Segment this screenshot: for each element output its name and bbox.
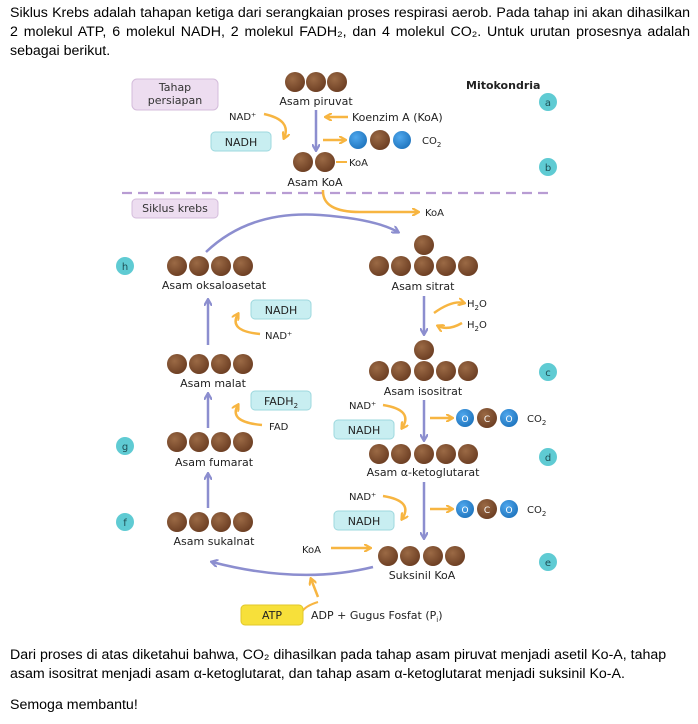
co2-label-c: CO2 xyxy=(527,414,546,427)
fadh2-label: FADH2 xyxy=(264,395,298,410)
arrow-adp-to-atp xyxy=(311,579,320,598)
nad-plus-label-h: NAD⁺ xyxy=(265,331,292,342)
nadh-box-c: NADH xyxy=(333,419,395,440)
svg-text:f: f xyxy=(123,518,127,529)
arrow-nad-nadh-d xyxy=(382,494,405,519)
koa-label-header: KoA xyxy=(349,158,368,169)
step-label-e: e xyxy=(539,553,557,571)
asam-oksaloasetat-molecule xyxy=(167,256,253,276)
asam-ketoglutarat-molecule xyxy=(369,444,478,464)
asam-isositrat-label: Asam isositrat xyxy=(384,385,463,398)
asam-fumarat-molecule xyxy=(167,432,253,452)
asam-ketoglutarat-label: Asam α-ketoglutarat xyxy=(367,466,481,479)
svg-text:O: O xyxy=(505,415,512,425)
co2-label-d: CO2 xyxy=(527,505,546,518)
nadh-box-h: NADH xyxy=(250,299,312,320)
nadh-label-top: NADH xyxy=(225,136,258,149)
siklus-krebs-box: Siklus krebs xyxy=(131,198,219,219)
svg-text:NADH: NADH xyxy=(265,304,298,317)
arrow-nad-nadh-top xyxy=(263,112,286,138)
tahap-persiapan-box: Tahap persiapan xyxy=(131,78,219,111)
step-label-g: g xyxy=(116,437,134,455)
closing-text: Semoga membantu! xyxy=(10,697,138,713)
svg-text:O: O xyxy=(461,415,468,425)
svg-text:b: b xyxy=(545,163,551,174)
step-label-a: a xyxy=(539,93,557,111)
co2-molecule-c: O C O xyxy=(456,408,518,428)
step-label-d: d xyxy=(539,448,557,466)
tahap-persiapan-line1: Tahap xyxy=(158,81,191,94)
asam-sitrat-molecule xyxy=(369,235,478,276)
nad-plus-label-c: NAD⁺ xyxy=(349,401,376,412)
atp-box: ATP xyxy=(240,604,304,626)
svg-text:C: C xyxy=(484,415,490,425)
mitokondria-title: Mitokondria xyxy=(466,79,540,92)
svg-text:O: O xyxy=(505,506,512,516)
step-label-h: h xyxy=(116,257,134,275)
asam-malat-molecule xyxy=(167,354,253,374)
conclusion-paragraph: Dari proses di atas diketahui bahwa, CO₂… xyxy=(10,647,667,682)
h2o-label-in: H2O xyxy=(467,320,487,333)
fad-label: FAD xyxy=(269,422,289,433)
atp-label: ATP xyxy=(262,609,282,622)
asam-malat-label: Asam malat xyxy=(180,377,246,390)
koenzim-a-label: Koenzim A (KoA) xyxy=(352,111,443,124)
svg-text:d: d xyxy=(545,453,551,464)
asam-fumarat-label: Asam fumarat xyxy=(175,456,254,469)
koa-label-release: KoA xyxy=(425,208,444,219)
arrow-nad-nadh-h xyxy=(236,314,261,336)
nadh-box-top: NADH xyxy=(210,131,272,152)
svg-text:a: a xyxy=(545,98,551,109)
co2-molecule-d: O C O xyxy=(456,499,518,519)
svg-text:O: O xyxy=(461,506,468,516)
asam-koa-molecule xyxy=(293,152,335,172)
suksinil-koa-molecule xyxy=(378,546,465,566)
svg-text:c: c xyxy=(545,368,551,379)
nadh-box-d: NADH xyxy=(333,510,395,531)
asam-isositrat-molecule xyxy=(369,340,478,381)
arrow-oksaloasetat-to-sitrat xyxy=(205,213,398,253)
asam-koa-label: Asam KoA xyxy=(287,176,343,189)
asam-piruvat-label: Asam piruvat xyxy=(279,95,353,108)
svg-text:NADH: NADH xyxy=(348,424,381,437)
nad-plus-label-d: NAD⁺ xyxy=(349,492,376,503)
tahap-persiapan-line2: persiapan xyxy=(148,94,203,107)
svg-text:h: h xyxy=(122,262,128,273)
svg-text:g: g xyxy=(122,442,128,453)
step-label-b: b xyxy=(539,158,557,176)
asam-sukalnat-molecule xyxy=(167,512,253,532)
asam-sitrat-label: Asam sitrat xyxy=(392,280,456,293)
nad-plus-label-top: NAD⁺ xyxy=(229,112,256,123)
co2-label-top: CO2 xyxy=(422,136,441,149)
svg-text:e: e xyxy=(545,558,551,569)
arrow-h2o-in xyxy=(438,321,463,328)
suksinil-koa-label: Suksinil KoA xyxy=(389,569,456,582)
arrow-fad-fadh2 xyxy=(236,405,263,427)
koa-label-suksinil: KoA xyxy=(302,545,321,556)
siklus-krebs-label: Siklus krebs xyxy=(142,202,208,215)
step-label-f: f xyxy=(116,513,134,531)
h2o-label-out: H2O xyxy=(467,299,487,312)
asam-oksaloasetat-label: Asam oksaloasetat xyxy=(162,279,267,292)
step-label-c: c xyxy=(539,363,557,381)
adp-gugus-fosfat-label: ADP + Gugus Fosfat (Pi) xyxy=(311,609,443,624)
arrow-koa-release xyxy=(321,189,418,212)
svg-text:C: C xyxy=(484,506,490,516)
fadh2-box: FADH2 xyxy=(250,390,312,411)
arrow-nad-nadh-c xyxy=(382,403,405,428)
asam-sukalnat-label: Asam sukalnat xyxy=(174,535,256,548)
intro-paragraph: Siklus Krebs adalah tahapan ketiga dari … xyxy=(10,5,690,59)
svg-text:NADH: NADH xyxy=(348,515,381,528)
co2-molecule-top xyxy=(349,130,411,150)
arrow-h2o-out xyxy=(433,302,464,315)
asam-piruvat-molecule xyxy=(285,72,347,92)
arrow-suksinil-to-sukalnat xyxy=(212,562,374,577)
